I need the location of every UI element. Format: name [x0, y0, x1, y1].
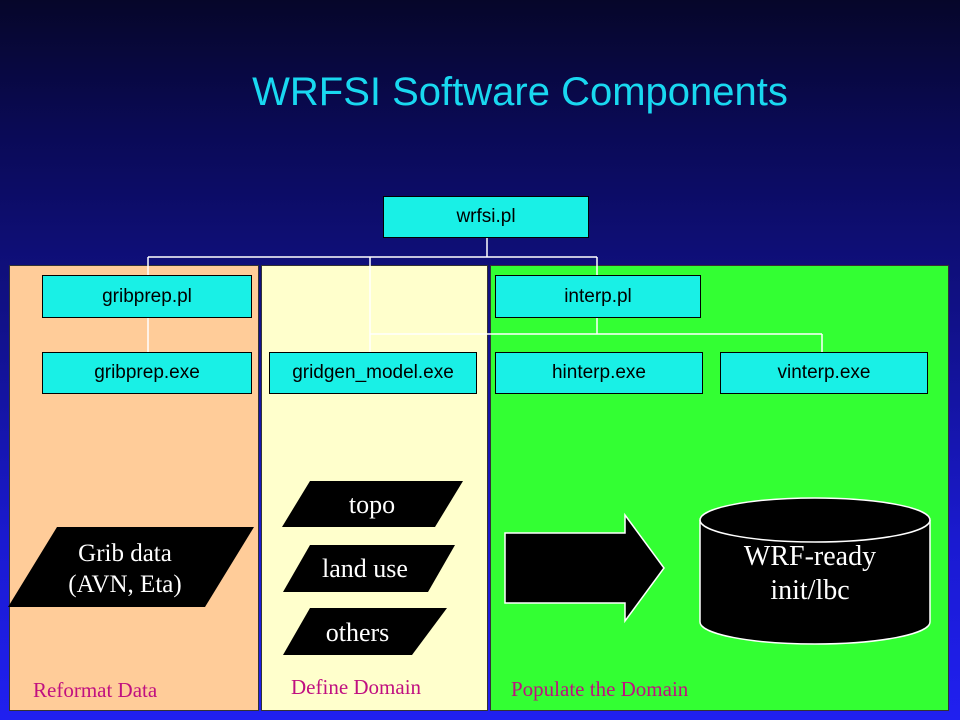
grib-data-text: Grib data (AVN, Eta): [40, 538, 210, 600]
box-wrfsi-pl: wrfsi.pl: [383, 196, 589, 238]
panel-label-define-domain: Define Domain: [291, 675, 422, 699]
database-cylinder-icon: [699, 497, 931, 645]
land-use-label: land use: [322, 554, 408, 583]
box-gribprep-pl: gribprep.pl: [42, 275, 252, 318]
box-vinterp-exe: vinterp.exe: [720, 352, 928, 394]
box-gribprep-exe: gribprep.exe: [42, 352, 252, 394]
arrow-right-icon: [504, 512, 665, 624]
panel-label-populate-domain: Populate the Domain: [511, 677, 689, 701]
topo-label: topo: [348, 490, 396, 519]
box-gridgen-model-exe: gridgen_model.exe: [269, 352, 477, 394]
box-hinterp-exe: hinterp.exe: [495, 352, 703, 394]
wrf-ready-text: WRF-ready init/lbc: [705, 540, 915, 608]
parallelogram-grib-data: [8, 527, 254, 607]
parallelogram-others: [283, 608, 447, 655]
grib-data-line1: Grib data: [78, 540, 172, 567]
slide-title: WRFSI Software Components: [252, 70, 788, 114]
wrf-ready-line1: WRF-ready: [743, 541, 877, 572]
panel-reformat-data: [9, 265, 259, 711]
parallelogram-land-use: [283, 545, 455, 592]
parallelogram-topo: [282, 481, 463, 527]
others-label: others: [325, 618, 390, 647]
grib-data-line2: (AVN, Eta): [68, 571, 182, 598]
wrf-ready-line2: init/lbc: [770, 575, 850, 606]
panel-label-reformat-data: Reformat Data: [33, 678, 158, 702]
box-interp-pl: interp.pl: [495, 275, 701, 318]
